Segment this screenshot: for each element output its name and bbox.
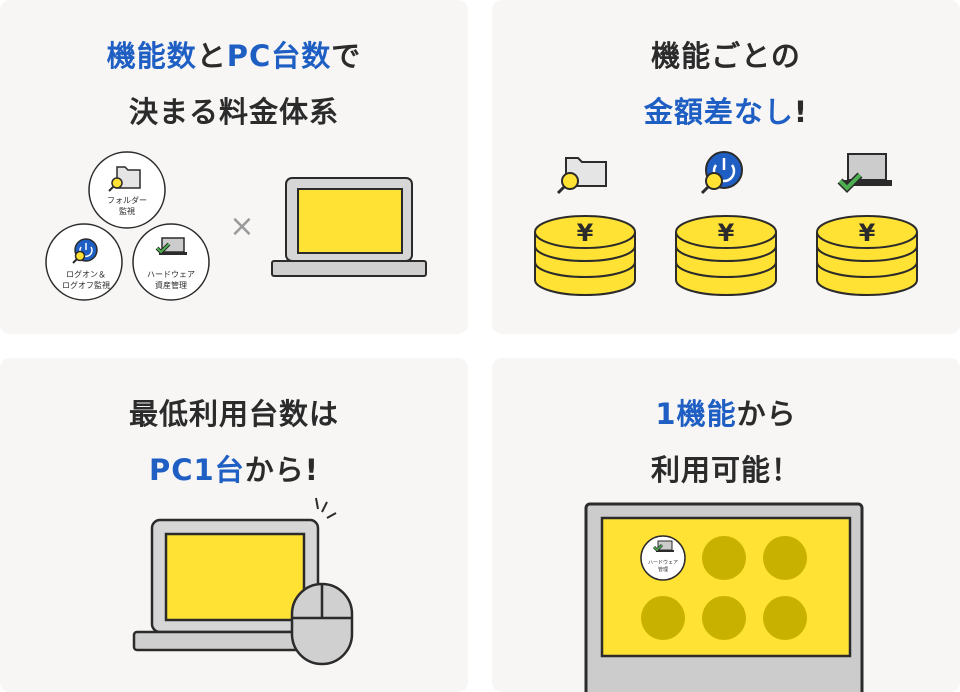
magnifier-icon xyxy=(108,177,123,192)
feature-slot xyxy=(763,596,807,640)
folder-label-2: 監視 xyxy=(119,206,135,216)
title-highlight-features: 機能数 xyxy=(106,39,197,73)
title-text: ! xyxy=(793,95,809,129)
magnifier-icon xyxy=(72,250,86,264)
hardware-label-2: 資産管理 xyxy=(155,280,187,290)
feature-grid-illustration: ハードウェア 管理 xyxy=(584,502,864,692)
folder-label-1: フォルダー xyxy=(107,195,147,205)
yen-icon: ¥ xyxy=(718,219,735,247)
feature-label-2: 管理 xyxy=(658,566,668,573)
folder-magnifier-icon xyxy=(556,157,607,195)
monitor-check-icon xyxy=(837,153,892,193)
title-text: で xyxy=(331,39,362,73)
monitor-check-icon xyxy=(652,540,674,553)
title-text: から! xyxy=(244,453,319,487)
title-text: と xyxy=(196,39,227,73)
yen-icon: ¥ xyxy=(577,219,594,247)
title-text: から xyxy=(736,397,797,431)
title-highlight-pc-count: PC台数 xyxy=(226,39,332,73)
feature-slot xyxy=(702,596,746,640)
feature-slot xyxy=(763,536,807,580)
card-no-price-difference: 機能ごとの 金額差なし! xyxy=(492,0,960,334)
coin-stack: ¥ xyxy=(816,215,918,296)
yen-icon: ¥ xyxy=(859,219,876,247)
title-highlight: 金額差なし xyxy=(643,95,794,129)
logon-label-2: ログオフ監視 xyxy=(62,280,110,290)
title-line2: 利用可能！ xyxy=(650,453,801,487)
card-title: 機能数とPC台数で 決まる料金体系 xyxy=(0,28,468,140)
card-pricing-model: 機能数とPC台数で 決まる料金体系 フォルダー 監視 xyxy=(0,0,468,334)
power-magnifier-icon xyxy=(700,151,743,195)
checkmark-icon xyxy=(155,242,171,255)
hardware-asset-badge: ハードウェア 資産管理 xyxy=(132,223,210,301)
title-highlight: 1機能 xyxy=(655,397,737,431)
card-minimum-one-pc: 最低利用台数は PC1台から! xyxy=(0,358,468,692)
multiply-sign: × xyxy=(229,209,254,244)
title-line1: 最低利用台数は xyxy=(128,397,339,431)
feature-label-1: ハードウェア xyxy=(648,559,678,566)
coin-stack: ¥ xyxy=(534,215,636,296)
card-single-feature: 1機能から 利用可能！ ハードウェア 管理 xyxy=(492,358,960,692)
logon-label-1: ログオン＆ xyxy=(66,269,106,279)
title-line1: 機能ごとの xyxy=(651,39,801,73)
laptop-icon xyxy=(132,518,338,652)
click-lines-icon xyxy=(315,497,337,519)
coins-illustration: ¥ ¥ xyxy=(534,151,918,296)
laptop-mouse-illustration xyxy=(132,497,354,666)
feature-slot xyxy=(641,596,685,640)
card-title: 最低利用台数は PC1台から! xyxy=(0,386,468,498)
title-line2: 決まる料金体系 xyxy=(128,95,339,129)
pricing-illustration: フォルダー 監視 ログオン＆ ログオフ監視 xyxy=(45,151,427,301)
hardware-feature-tile: ハードウェア 管理 xyxy=(640,535,686,581)
mouse-icon xyxy=(290,582,354,666)
feature-slot xyxy=(702,536,746,580)
laptop-icon xyxy=(271,177,427,277)
card-title: 機能ごとの 金額差なし! xyxy=(492,28,960,140)
title-highlight: PC1台 xyxy=(149,453,245,487)
coin-stack: ¥ xyxy=(675,215,777,296)
monitor-icon xyxy=(159,237,187,255)
card-title: 1機能から 利用可能！ xyxy=(492,386,960,498)
folder-monitoring-badge: フォルダー 監視 xyxy=(88,151,166,229)
hardware-label-1: ハードウェア xyxy=(147,270,195,279)
logon-monitoring-badge: ログオン＆ ログオフ監視 xyxy=(45,223,123,301)
